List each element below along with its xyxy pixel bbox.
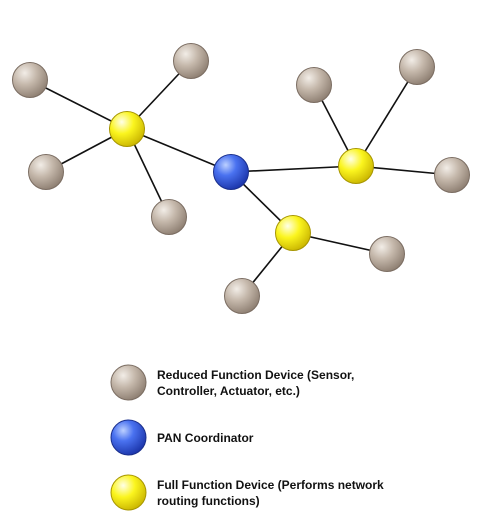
node-rfd-right-1 (296, 67, 332, 103)
legend-label-rfd: Reduced Function Device (Sensor, Control… (157, 367, 354, 399)
reduced-function-device-icon (110, 364, 147, 401)
node-rfd-bottom-1 (369, 236, 405, 272)
node-ffd-right (338, 148, 374, 184)
legend-ffd-line2: routing functions) (157, 493, 260, 508)
legend-pan-line1: PAN Coordinator (157, 430, 254, 445)
node-rfd-right-3 (434, 157, 470, 193)
legend-rfd-line2: Controller, Actuator, etc.) (157, 383, 300, 398)
legend-item-pan: PAN Coordinator (110, 419, 253, 456)
node-ffd-bottom (275, 215, 311, 251)
node-ffd-left (109, 111, 145, 147)
network-topology-diagram (12, 43, 470, 314)
node-rfd-left-4 (151, 199, 187, 235)
legend-rfd-line1: Reduced Function Device (Sensor, (157, 367, 355, 382)
node-pan (213, 154, 249, 190)
link-pan-ffd-left (126, 128, 232, 173)
pan-coordinator-icon (110, 419, 147, 456)
node-rfd-left-2 (173, 43, 209, 79)
link-ffd-right-rfd-right-2 (355, 66, 418, 167)
link-pan-ffd-right (230, 165, 357, 173)
legend-ffd-line1: Full Function Device (Performs network (157, 477, 384, 492)
nodes-layer (12, 43, 470, 314)
node-rfd-left-3 (28, 154, 64, 190)
legend-label-ffd: Full Function Device (Performs network r… (157, 477, 384, 509)
legend-label-pan: PAN Coordinator (157, 430, 253, 446)
link-ffd-left-rfd-left-1 (29, 79, 128, 130)
node-rfd-bottom-2 (224, 278, 260, 314)
full-function-device-icon (110, 474, 147, 511)
legend-item-ffd: Full Function Device (Performs network r… (110, 474, 384, 511)
node-rfd-left-1 (12, 62, 48, 98)
node-rfd-right-2 (399, 49, 435, 85)
legend-item-rfd: Reduced Function Device (Sensor, Control… (110, 364, 354, 401)
